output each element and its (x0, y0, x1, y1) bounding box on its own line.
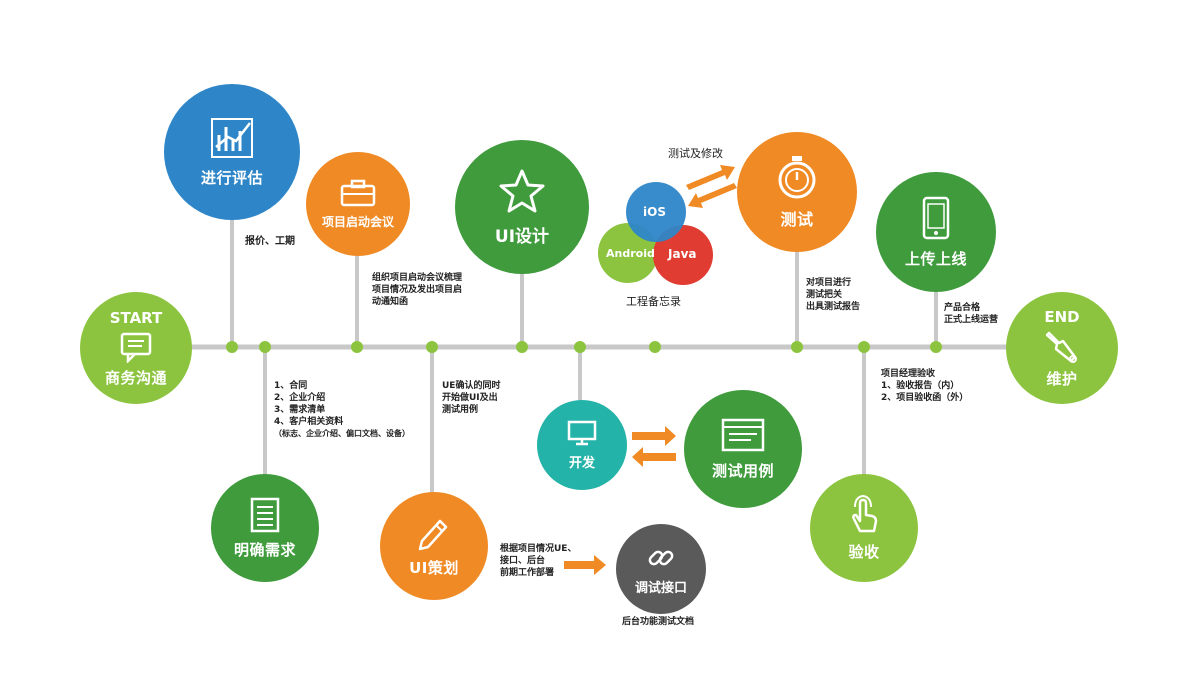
timeline-dots (226, 341, 942, 353)
acceptance-note-line: 1、验收报告（内） (881, 381, 960, 391)
test-note-line: 对项目进行 (806, 278, 852, 288)
timer-icon (778, 156, 816, 199)
chat-icon (120, 332, 152, 363)
test-label: 测试 (780, 210, 814, 229)
android-label: Android (606, 247, 655, 260)
acceptance-note: 项目经理验收 1、验收报告（内） 2、项目验收函（外） (881, 368, 968, 404)
test-node[interactable]: 测试 (737, 132, 857, 252)
arrow-right-icon (632, 426, 676, 446)
develop-label: 开发 (568, 455, 595, 471)
requirements-note: 1、合同 2、企业介绍 3、需求清单 4、客户相关资料 （标志、企业介绍、偏口文… (274, 380, 410, 440)
arrow-down-left-icon (688, 183, 737, 208)
test-note-line: 测试把关 (806, 290, 843, 300)
deploy-note: 产品合格 正式上线运营 (944, 302, 998, 326)
ui-plan-note: UE确认的同时 开始做UI及出 测试用例 (442, 380, 500, 416)
test-note-line: 出具测试报告 (806, 302, 861, 312)
start-node[interactable]: START 商务沟通 (80, 292, 192, 404)
requirements-note-line: 3、需求清单 (274, 405, 326, 415)
deploy-label: 上传上线 (904, 249, 967, 268)
java-label: Java (668, 247, 697, 261)
venn-ios (626, 182, 686, 242)
evaluate-node[interactable]: 进行评估 (164, 84, 300, 220)
arrow-up-right-icon (686, 165, 735, 190)
develop-node[interactable]: 开发 (537, 400, 627, 490)
form-icon (721, 418, 765, 451)
dot-acceptance (858, 341, 870, 353)
venn-java (653, 225, 713, 285)
end-node[interactable]: END 维护 (1006, 292, 1118, 404)
ui-plan-note-line: UE确认的同时 (442, 381, 501, 391)
link-icon (648, 550, 674, 565)
end-label: 维护 (1046, 369, 1078, 388)
ui-design-label: UI设计 (494, 226, 550, 247)
kickoff-note-line: 动通知函 (372, 297, 409, 307)
start-label: 商务沟通 (104, 368, 167, 387)
deploy-note-line: 产品合格 (944, 303, 981, 313)
requirements-node[interactable]: 明确需求 (211, 474, 319, 582)
debug-api-note-line: 根据项目情况UE、 (500, 544, 577, 554)
dot-ui-plan (426, 341, 438, 353)
test-cases-label: 测试用例 (711, 461, 774, 480)
arrow-to-debug-icon (564, 555, 606, 575)
develop-arrows (632, 426, 676, 467)
requirements-note-line: 2、企业介绍 (274, 393, 326, 403)
ui-plan-note-line: 测试用例 (442, 405, 479, 415)
kickoff-note-line: 组织项目启动会议梳理 (372, 273, 463, 283)
dot-engineering (649, 341, 661, 353)
kickoff-note: 组织项目启动会议梳理 项目情况及发出项目启 动通知函 (372, 272, 462, 308)
debug-api-note-line: 接口、后台 (500, 556, 546, 566)
acceptance-label: 验收 (848, 542, 880, 561)
arrow-left-icon (632, 447, 676, 467)
requirements-label: 明确需求 (233, 540, 296, 559)
pencil-icon (418, 519, 448, 550)
chart-icon (211, 117, 253, 158)
dot-deploy (930, 341, 942, 353)
debug-api-note: 根据项目情况UE、 接口、后台 前期工作部署 (500, 543, 576, 579)
document-list-icon (250, 497, 280, 532)
debug-api-label: 调试接口 (634, 580, 687, 596)
dot-ui-design (516, 341, 528, 353)
dot-requirements (259, 341, 271, 353)
acceptance-note-line: 2、项目验收函（外） (881, 393, 969, 403)
kickoff-node[interactable]: 项目启动会议 (306, 152, 410, 256)
wrench-icon (1045, 331, 1077, 363)
requirements-note-line: （标志、企业介绍、偏口文档、设备） (274, 429, 410, 438)
test-loop-label: 测试及修改 (668, 147, 723, 160)
ui-plan-node[interactable]: UI策划 (380, 492, 488, 600)
deploy-note-line: 正式上线运营 (944, 315, 999, 325)
end-tag: END (1044, 307, 1080, 326)
dot-develop (574, 341, 586, 353)
requirements-note-line: 1、合同 (274, 381, 308, 391)
debug-api-caption: 后台功能测试文档 (622, 617, 695, 627)
test-note: 对项目进行 测试把关 出具测试报告 (806, 277, 860, 313)
briefcase-icon (340, 179, 376, 206)
ui-plan-note-line: 开始做UI及出 (442, 393, 498, 403)
touch-icon (852, 494, 878, 532)
dot-evaluate (226, 341, 238, 353)
dot-test (791, 341, 803, 353)
ui-design-node[interactable]: UI设计 (455, 140, 589, 274)
requirements-note-line: 4、客户相关资料 (274, 417, 344, 427)
deploy-node[interactable]: 上传上线 (876, 172, 996, 292)
kickoff-note-line: 项目情况及发出项目启 (372, 285, 463, 295)
ui-plan-label: UI策划 (409, 558, 459, 577)
star-icon (499, 169, 545, 212)
acceptance-note-line: 项目经理验收 (881, 369, 936, 379)
debug-api-node[interactable]: 调试接口 (616, 524, 706, 614)
acceptance-node[interactable]: 验收 (810, 474, 918, 582)
evaluate-note: 报价、工期 (245, 236, 295, 247)
debug-api-note-line: 前期工作部署 (500, 568, 555, 578)
test-cases-node[interactable]: 测试用例 (684, 390, 802, 508)
evaluate-label: 进行评估 (200, 168, 263, 187)
kickoff-label: 项目启动会议 (321, 214, 394, 229)
monitor-icon (567, 420, 597, 445)
test-loop-arrows (686, 165, 737, 208)
engineering-label: 工程备忘录 (626, 295, 681, 308)
dot-kickoff (351, 341, 363, 353)
start-tag: START (109, 308, 163, 327)
phone-icon (922, 196, 950, 239)
ios-label: iOS (643, 205, 666, 219)
